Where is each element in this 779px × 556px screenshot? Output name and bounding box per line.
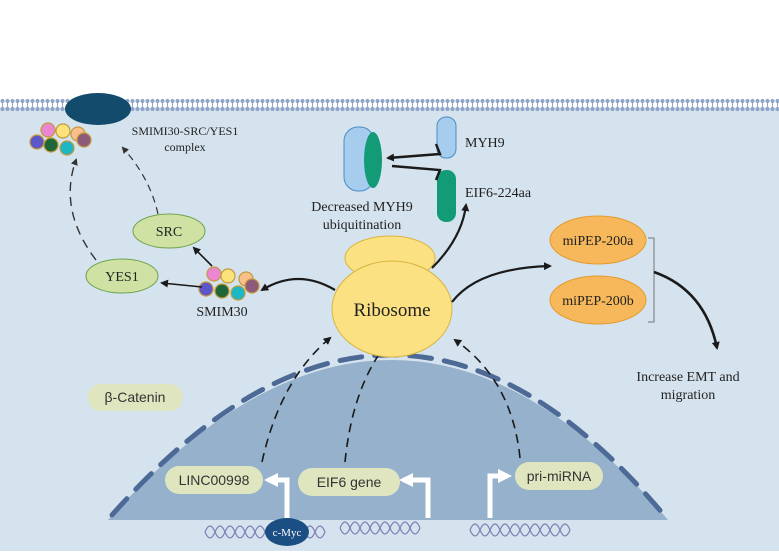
decreased-label-2: ubiquitination <box>323 218 402 233</box>
arrow-primirna-to-ribosome <box>453 338 521 459</box>
myh9-protein <box>436 116 457 159</box>
eif6-224aa-protein <box>437 170 456 222</box>
ribosome-label: Ribosome <box>353 300 430 321</box>
arrow-ribosome-to-smim30 <box>260 277 336 292</box>
cell-membrane <box>0 98 779 112</box>
arrow-eif6aa-to-complex <box>391 164 442 181</box>
complex-cluster <box>29 122 92 156</box>
catenin-label: β-Catenin <box>105 389 166 405</box>
cmyc-protein <box>265 518 309 546</box>
primirna-label: pri-miRNA <box>527 468 592 484</box>
arrow-src-to-complex <box>121 146 159 215</box>
dna-helix-right <box>469 523 571 537</box>
dna-helix-middle <box>339 521 421 535</box>
eif6-bound <box>364 132 382 188</box>
complex-sub-label: complex <box>164 140 205 154</box>
src-label: SRC <box>156 225 182 240</box>
arrow-ribosome-to-mipep <box>451 262 552 303</box>
catenin-pill <box>88 384 183 411</box>
smim30-cluster <box>198 266 260 301</box>
emt-label-2: migration <box>661 388 715 403</box>
mipep-200a-label: miPEP-200a <box>563 234 635 249</box>
arrow-mipep-to-emt <box>653 270 720 350</box>
arrow-linc-to-ribosome <box>261 336 332 463</box>
mipep-bracket <box>648 237 655 323</box>
transcription-arrow-eif6 <box>399 473 431 518</box>
transcription-arrow-linc <box>264 473 290 518</box>
transcription-arrow-primirna <box>487 469 512 518</box>
complex-dark-oval <box>65 93 131 125</box>
eif6-gene-pill <box>298 468 400 496</box>
eif6-224aa-label: EIF6-224aa <box>465 186 532 201</box>
myh9-label: MYH9 <box>465 136 505 151</box>
mipep-200b-label: miPEP-200b <box>562 294 634 309</box>
mipep-200a <box>549 215 647 265</box>
cmyc-label: c-Myc <box>273 527 302 539</box>
linc-label: LINC00998 <box>179 472 250 488</box>
src-protein <box>132 213 206 249</box>
arrow-yes1-to-complex <box>69 158 97 261</box>
decreased-label-1: Decreased MYH9 <box>311 200 412 215</box>
primirna-pill <box>515 462 603 490</box>
yes1-protein <box>85 258 159 294</box>
arrow-to-myh9-complex <box>386 143 442 162</box>
arrow-smim30-to-src <box>192 246 213 267</box>
arrow-smim30-to-yes1 <box>160 279 203 288</box>
yes1-label: YES1 <box>105 270 138 285</box>
linc-pill <box>165 466 263 494</box>
ribosome-large-subunit <box>331 260 453 358</box>
mipep-200b <box>549 275 647 325</box>
complex-label: SMIMI30-SRC/YES1 <box>132 124 239 138</box>
eif6-gene-label: EIF6 gene <box>317 474 382 490</box>
arrow-ribosome-to-eif6aa <box>431 203 470 269</box>
emt-label-1: Increase EMT and <box>636 370 739 385</box>
arrow-eif6-to-ribosome <box>344 348 384 463</box>
smim30-label: SMIM30 <box>196 305 247 320</box>
